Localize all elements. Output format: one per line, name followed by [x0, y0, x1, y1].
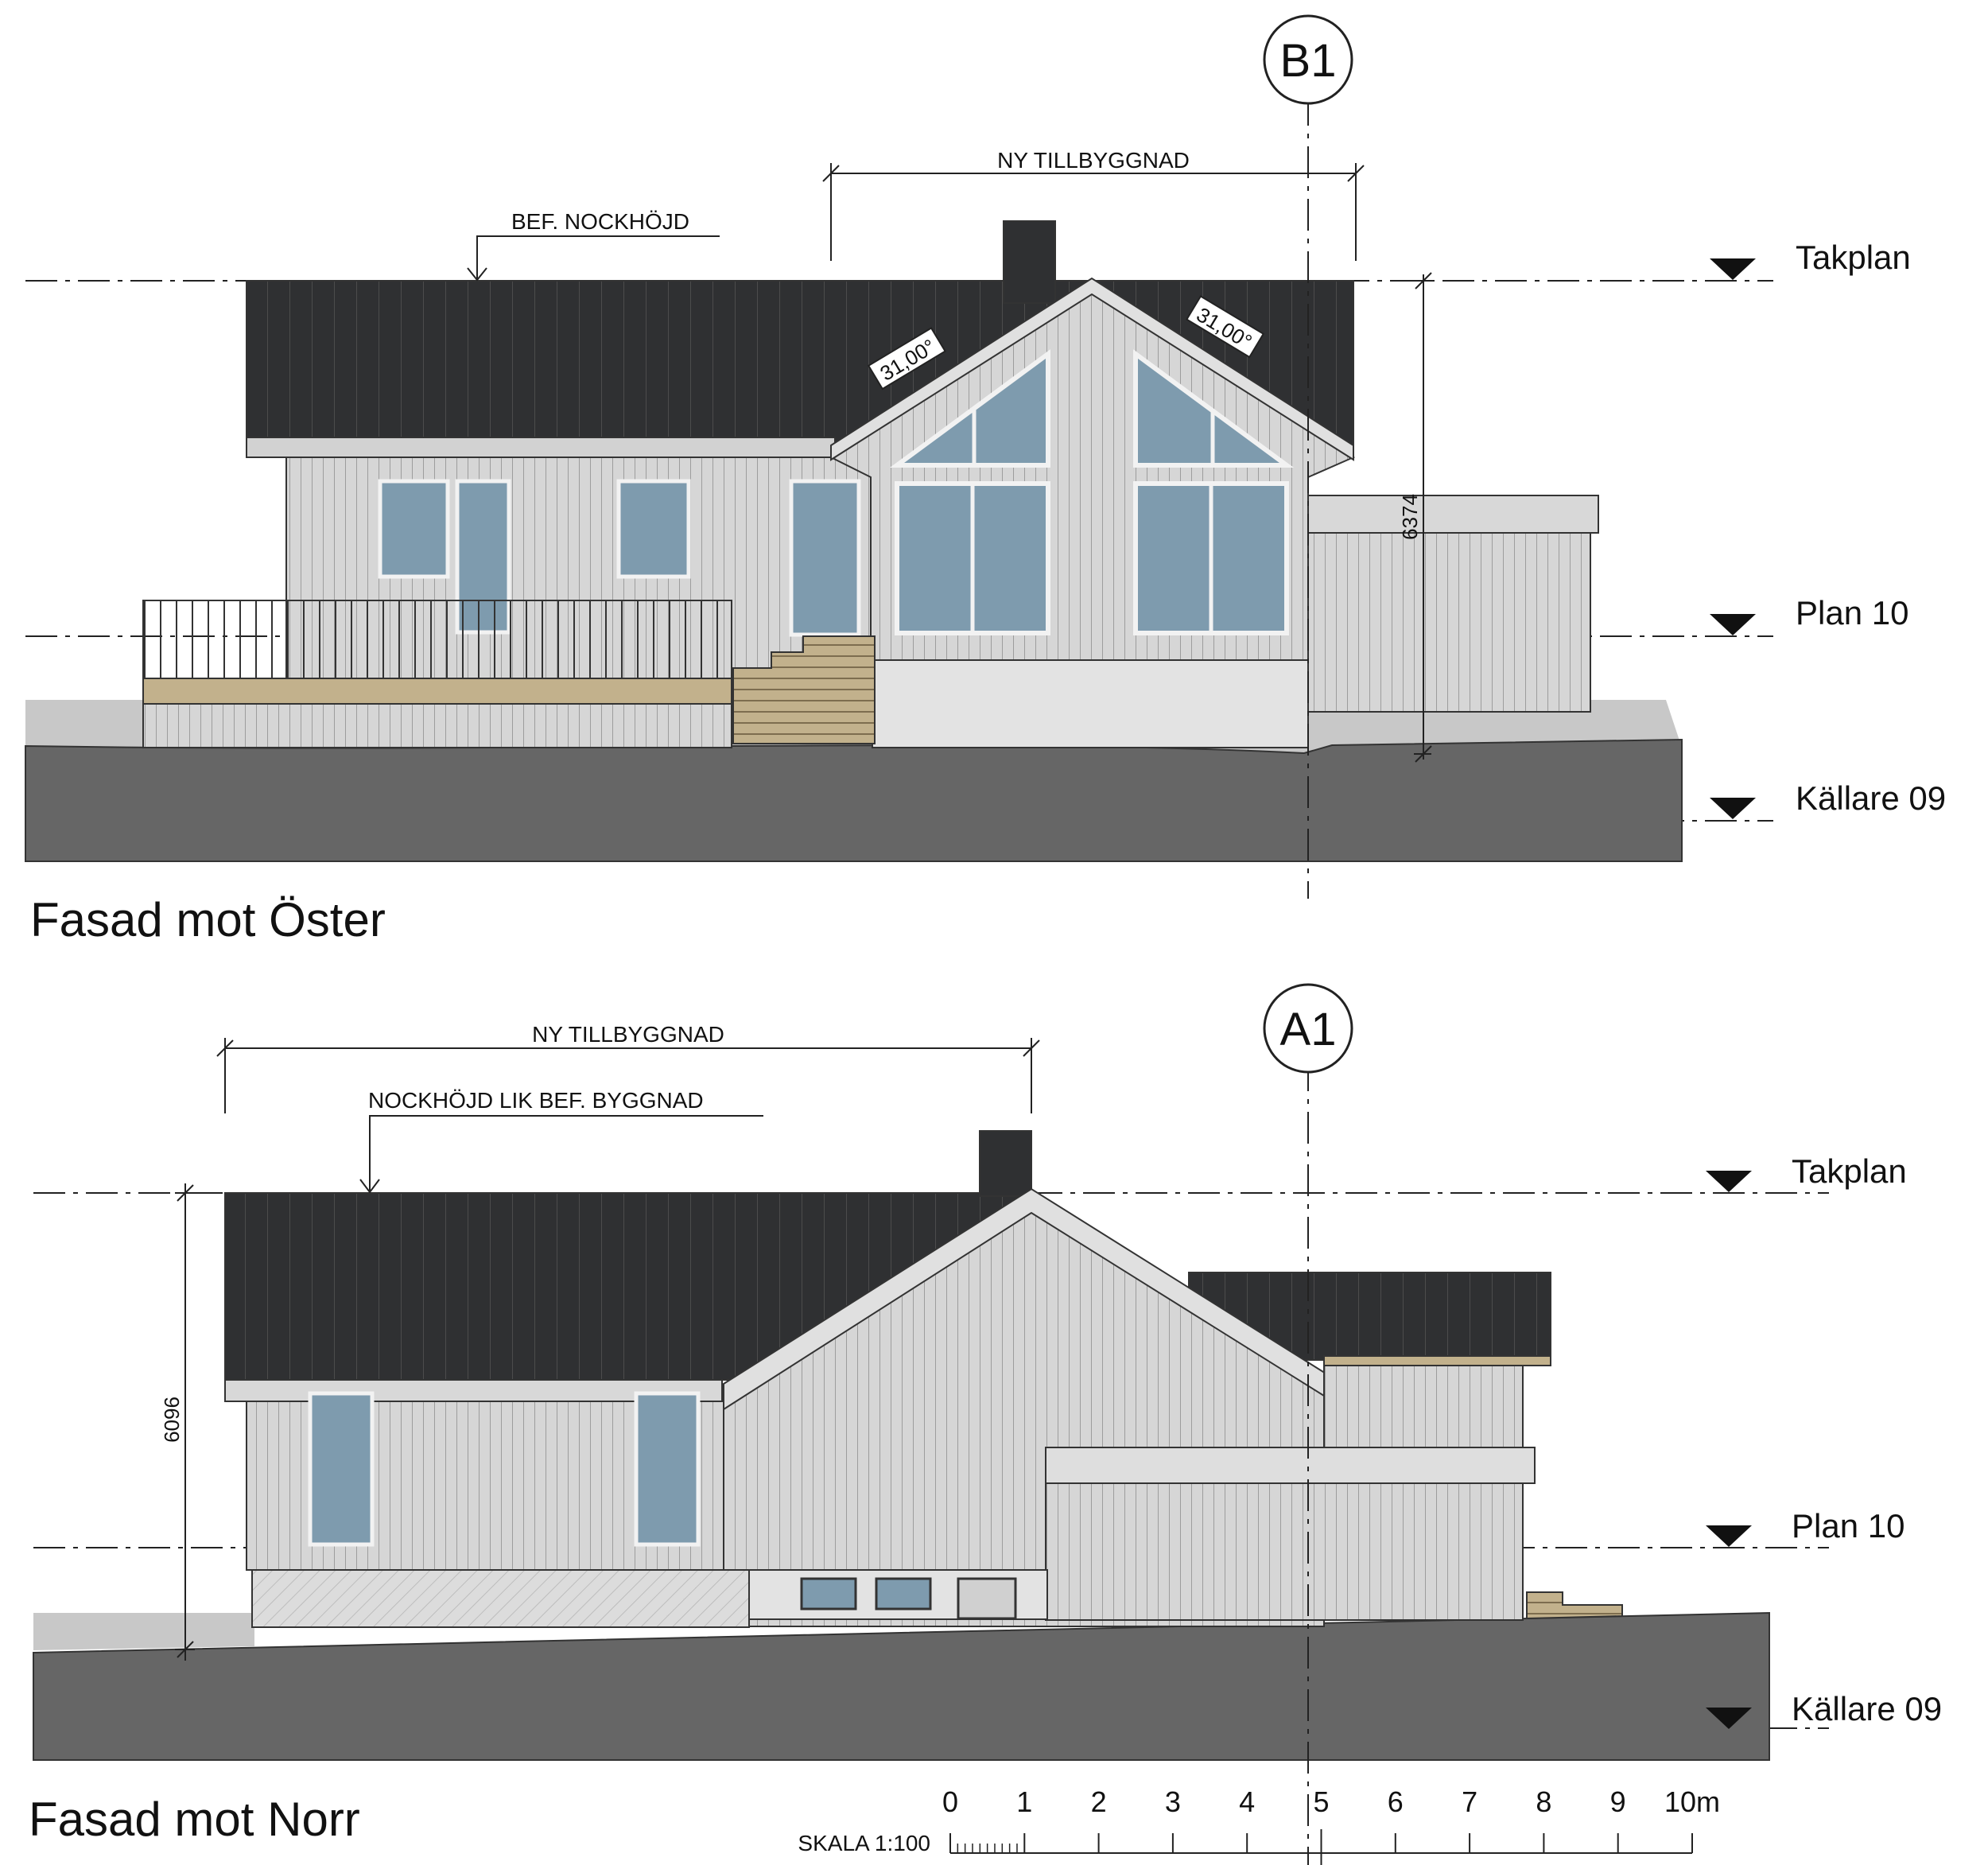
scale-number: 6 [1388, 1785, 1404, 1818]
east-window-1 [378, 479, 450, 579]
east-roof-eave [246, 437, 836, 458]
north-basement-door [957, 1577, 1017, 1620]
scale-number: 2 [1091, 1785, 1107, 1818]
east-gable-plinth [872, 659, 1309, 748]
north-elevation: A1 NY TILLBYGGNAD NOCKHÖJD LIK BEF. BYGG… [29, 983, 1942, 1865]
east-right-annex [1307, 532, 1591, 713]
svg-text:Plan 10: Plan 10 [1796, 594, 1908, 631]
svg-text:Källare 09: Källare 09 [1796, 779, 1946, 817]
north-chimney [979, 1130, 1032, 1197]
north-steps [1526, 1591, 1623, 1620]
north-basement-window-1 [800, 1577, 857, 1611]
east-annex-fascia [1307, 495, 1599, 534]
north-level-marker-plan10: Plan 10 [1706, 1507, 1905, 1547]
svg-text:Takplan: Takplan [1792, 1152, 1907, 1190]
scale-number: 4 [1239, 1785, 1255, 1818]
east-grid-tag: B1 [1280, 35, 1337, 87]
scale-number: 9 [1610, 1785, 1626, 1818]
north-ridge-leader [369, 1115, 763, 1191]
scale-number: 5 [1313, 1785, 1329, 1818]
north-extension-wall [1045, 1482, 1524, 1621]
east-annex-label: NY TILLBYGGNAD [997, 148, 1190, 173]
svg-text:Plan 10: Plan 10 [1792, 1507, 1905, 1544]
east-elevation: B1 NY TILLBYGGNAD BEF. NOCKHÖJD 31,00° 3… [25, 14, 1946, 946]
scale-number: 7 [1462, 1785, 1477, 1818]
east-deck-railing [142, 600, 732, 679]
scale-number: 0 [942, 1785, 958, 1818]
scale-ticks: 0 1 2 3 4 5 6 7 8 9 10m [942, 1785, 1720, 1865]
east-level-marker-takplan: Takplan [1710, 239, 1911, 280]
north-level-marker-kallare: Källare 09 [1706, 1690, 1942, 1729]
scale-number: 10m [1664, 1785, 1720, 1818]
svg-text:Källare 09: Källare 09 [1792, 1690, 1942, 1727]
north-basement-window-2 [875, 1577, 932, 1611]
north-annex-label: NY TILLBYGGNAD [532, 1022, 724, 1047]
north-height-value: 6096 [160, 1397, 184, 1443]
north-ridge-note: NOCKHÖJD LIK BEF. BYGGNAD [368, 1088, 704, 1113]
north-grid-tag: A1 [1280, 1004, 1337, 1055]
north-title: Fasad mot Norr [29, 1793, 360, 1846]
east-chimney [1003, 220, 1056, 304]
scale-label: SKALA 1:100 [798, 1831, 930, 1855]
east-ridge-note: BEF. NOCKHÖJD [511, 209, 689, 234]
east-ground [25, 738, 1683, 862]
north-extension-fascia [1045, 1447, 1536, 1484]
east-deck-floor [142, 678, 732, 705]
scale-number: 1 [1016, 1785, 1032, 1818]
north-level-marker-takplan: Takplan [1706, 1152, 1907, 1192]
east-title: Fasad mot Öster [30, 893, 386, 946]
east-gable-trim [830, 277, 1354, 461]
east-entrance-door [789, 479, 861, 637]
north-window-2 [634, 1391, 701, 1547]
svg-text:Takplan: Takplan [1796, 239, 1911, 276]
east-grid-bubble [1263, 14, 1353, 105]
east-level-marker-kallare: Källare 09 [1710, 779, 1946, 819]
east-entrance-steps [732, 635, 876, 744]
north-ground [33, 1611, 1770, 1761]
scale-number: 8 [1536, 1785, 1551, 1818]
scale-number: 3 [1165, 1785, 1181, 1818]
north-grid-bubble [1263, 983, 1353, 1074]
east-level-marker-plan10: Plan 10 [1710, 594, 1908, 635]
east-height-value: 6374 [1398, 494, 1422, 540]
north-plinth [251, 1569, 750, 1628]
scale-bar: SKALA 1:100 0 1 2 3 4 5 6 7 8 9 10m [798, 1785, 1720, 1865]
east-window-2 [616, 479, 691, 579]
north-window-1 [308, 1391, 375, 1547]
north-ground-surface [33, 1613, 254, 1650]
east-deck-skirt [142, 703, 732, 748]
east-ridge-leader [476, 235, 720, 278]
